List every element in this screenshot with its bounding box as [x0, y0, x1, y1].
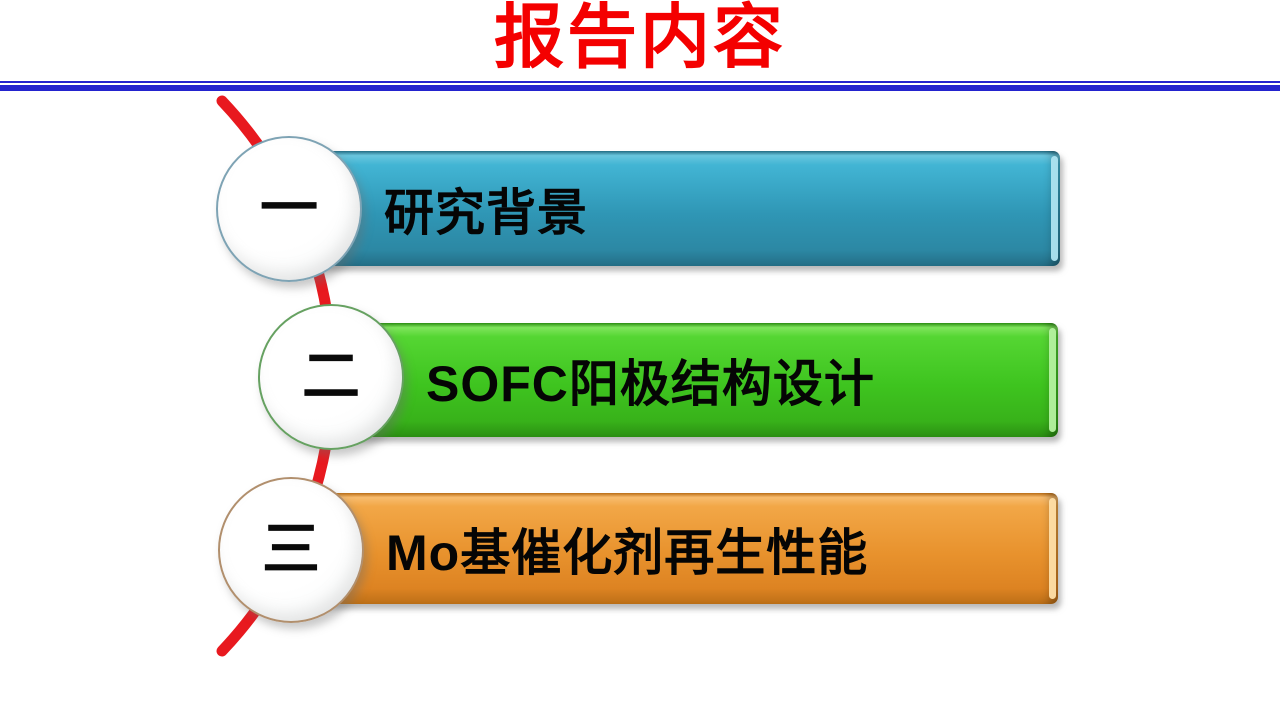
toc-bar-1: 研究背景: [289, 151, 1060, 266]
toc-item-1-number: 一: [259, 176, 318, 241]
toc-item-2-label: SOFC阳极结构设计: [426, 356, 875, 412]
title-divider-thick-line: [0, 85, 1280, 91]
toc-number-circle-2: 二: [258, 304, 404, 450]
toc-number-circle-3: 三: [218, 477, 364, 623]
toc-item-2-number: 二: [301, 344, 360, 409]
toc-bar-2: SOFC阳极结构设计: [331, 323, 1058, 437]
toc-item-1-label: 研究背景: [384, 184, 588, 241]
toc-number-circle-1: 一: [216, 136, 362, 282]
slide-title: 报告内容: [494, 0, 786, 77]
title-divider-thin-line: [0, 81, 1280, 83]
toc-bar-3: Mo基催化剂再生性能: [291, 493, 1058, 604]
toc-item-3-number: 三: [261, 517, 320, 582]
toc-item-3-label: Mo基催化剂再生性能: [386, 524, 869, 581]
